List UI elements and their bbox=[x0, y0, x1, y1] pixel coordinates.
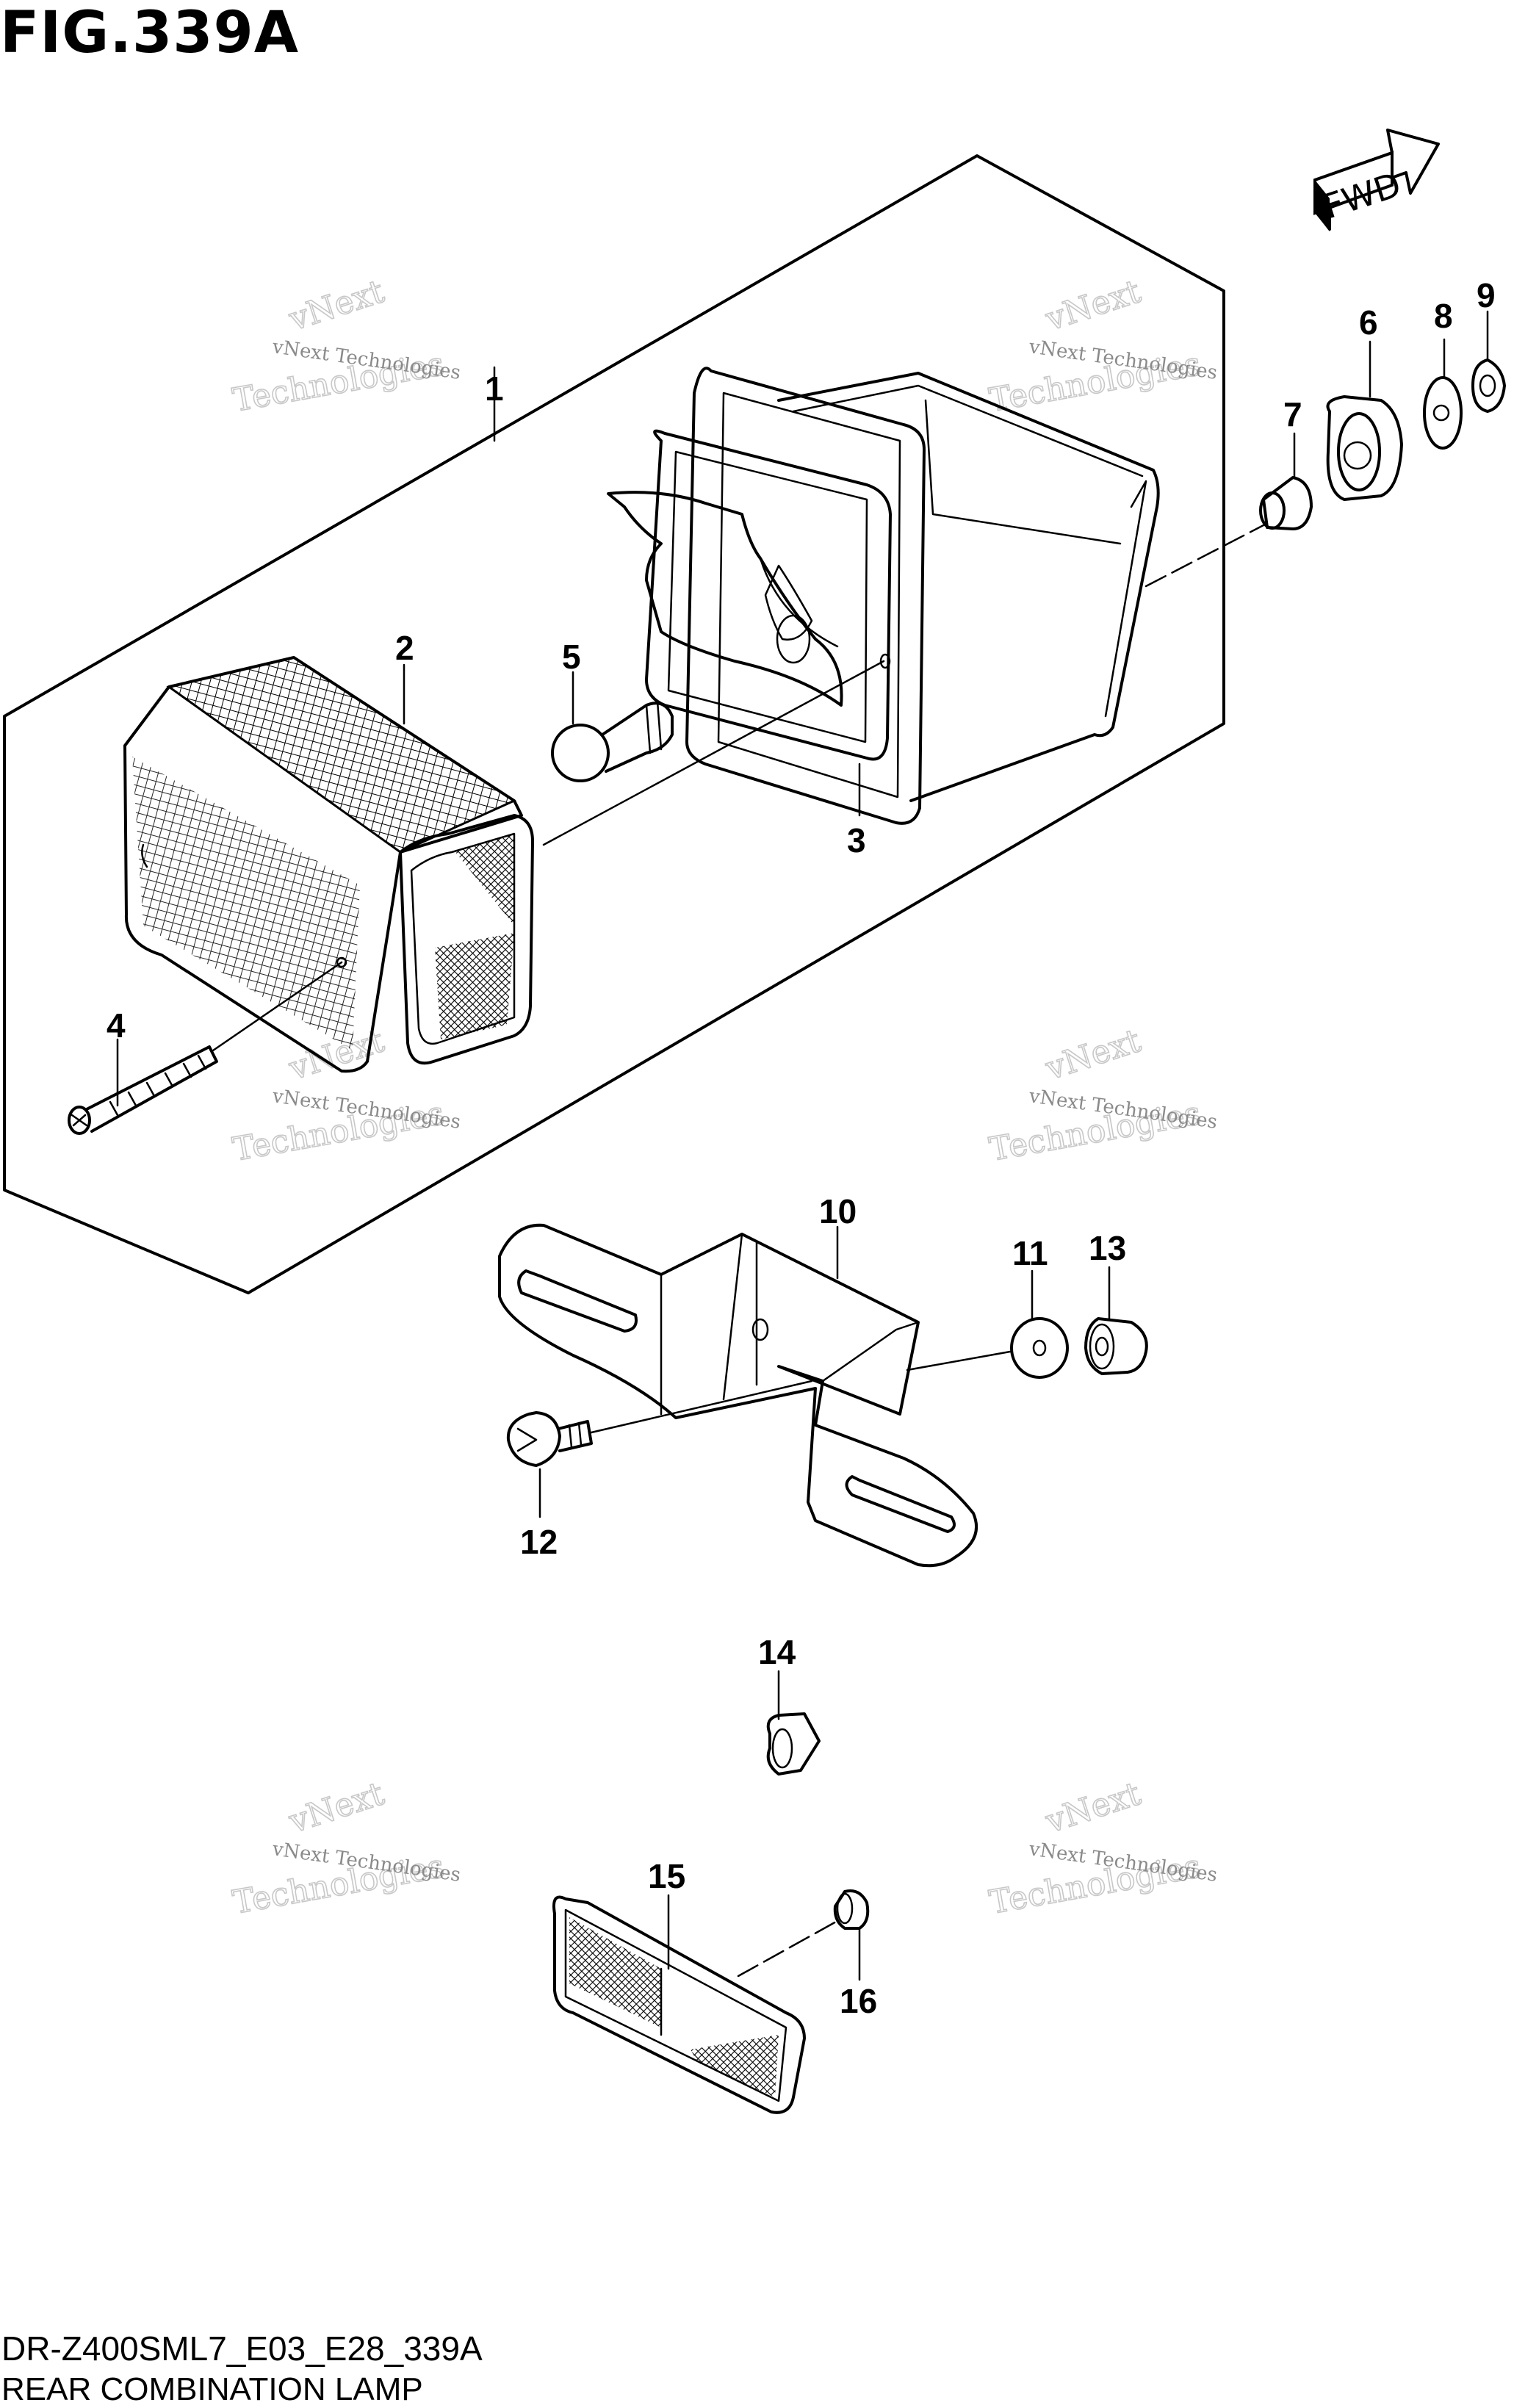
svg-text:vNext: vNext bbox=[284, 273, 389, 339]
callout-14: 14 bbox=[758, 1633, 796, 1671]
part-4-screw bbox=[68, 1045, 218, 1135]
section-name: REAR COMBINATION LAMP bbox=[1, 2371, 423, 2407]
watermark-bottom-right: vNext Technologies vNext Technologies bbox=[986, 1774, 1219, 1922]
watermark-top-left: vNext Technologies vNext Technologies bbox=[229, 272, 462, 419]
callout-2: 2 bbox=[395, 629, 414, 667]
part-8-washer bbox=[1423, 376, 1463, 450]
callout-5: 5 bbox=[562, 638, 581, 676]
callout-12: 12 bbox=[520, 1523, 558, 1561]
callout-16: 16 bbox=[840, 1982, 877, 2020]
svg-text:vNext: vNext bbox=[1041, 1775, 1145, 1841]
figure-title: FIG.339A bbox=[0, 0, 300, 66]
svg-text:vNext: vNext bbox=[1041, 1022, 1145, 1088]
watermark-mid-right: vNext Technologies vNext Technologies bbox=[986, 1021, 1219, 1169]
part-10-bracket bbox=[498, 1223, 978, 1568]
assembly-box-outline bbox=[3, 154, 1225, 1294]
part-9-nut bbox=[1471, 358, 1506, 413]
part-5-bulb bbox=[551, 700, 674, 782]
callout-7: 7 bbox=[1283, 395, 1302, 433]
part-16-nut bbox=[833, 1889, 870, 1930]
callout-9: 9 bbox=[1477, 276, 1496, 314]
callout-13: 13 bbox=[1089, 1229, 1126, 1267]
fwd-arrow-icon: FWD bbox=[1313, 129, 1440, 231]
watermark-bottom-left: vNext Technologies vNext Technologies bbox=[229, 1774, 462, 1922]
part-6-grommet bbox=[1326, 395, 1403, 501]
part-11-washer bbox=[1010, 1317, 1069, 1379]
svg-text:vNext: vNext bbox=[1041, 273, 1145, 339]
part-7-collar bbox=[1259, 476, 1313, 530]
callout-3: 3 bbox=[847, 821, 866, 859]
callout-6: 6 bbox=[1359, 303, 1378, 342]
part-12-bolt bbox=[506, 1411, 593, 1467]
callout-4: 4 bbox=[107, 1006, 126, 1045]
part-15-reflector bbox=[552, 1895, 806, 2114]
part-14-clip bbox=[766, 1712, 821, 1776]
callout-10: 10 bbox=[819, 1192, 857, 1230]
assembly-lines bbox=[116, 310, 1489, 1981]
part-13-flange-nut bbox=[1084, 1317, 1148, 1375]
callout-8: 8 bbox=[1434, 297, 1453, 335]
part-3-lamp-housing bbox=[607, 367, 1160, 825]
callout-15: 15 bbox=[648, 1857, 685, 1895]
svg-text:vNext: vNext bbox=[284, 1775, 389, 1841]
callout-11: 11 bbox=[1012, 1234, 1048, 1272]
watermark-top-right: vNext Technologies vNext Technologies bbox=[986, 272, 1219, 419]
model-code: DR-Z400SML7_E03_E28_339A bbox=[1, 2329, 483, 2368]
part-2-lamp-lens bbox=[123, 656, 534, 1073]
callout-1: 1 bbox=[485, 370, 504, 408]
